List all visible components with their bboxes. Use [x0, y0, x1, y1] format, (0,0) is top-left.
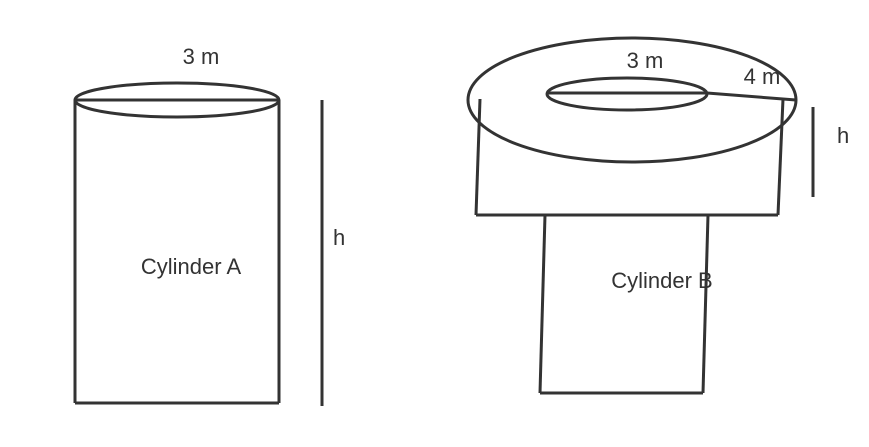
cylinder-b-upper-left-side [474, 98, 482, 216]
cylinder-b-ring-width-label: 4 m [744, 64, 781, 89]
cylinder-b-lower-left-side [538, 214, 547, 394]
cylinder-b-ring-width-line [706, 91, 797, 102]
cylinder-b: 3 m 4 m h Cylinder B [466, 36, 849, 395]
cylinder-b-inner-diameter-label: 3 m [627, 48, 664, 73]
cylinder-b-name-label: Cylinder B [611, 268, 712, 293]
cylinder-b-height-label: h [837, 123, 849, 148]
cylinder-a-diameter-label: 3 m [183, 44, 220, 69]
cylinder-a: 3 m h Cylinder A [73, 44, 345, 406]
cylinder-a-height-label: h [333, 225, 345, 250]
cylinder-b-lower-right-side [701, 214, 710, 394]
cylinder-b-upper-right-side [776, 98, 785, 216]
cylinder-a-name-label: Cylinder A [141, 254, 242, 279]
